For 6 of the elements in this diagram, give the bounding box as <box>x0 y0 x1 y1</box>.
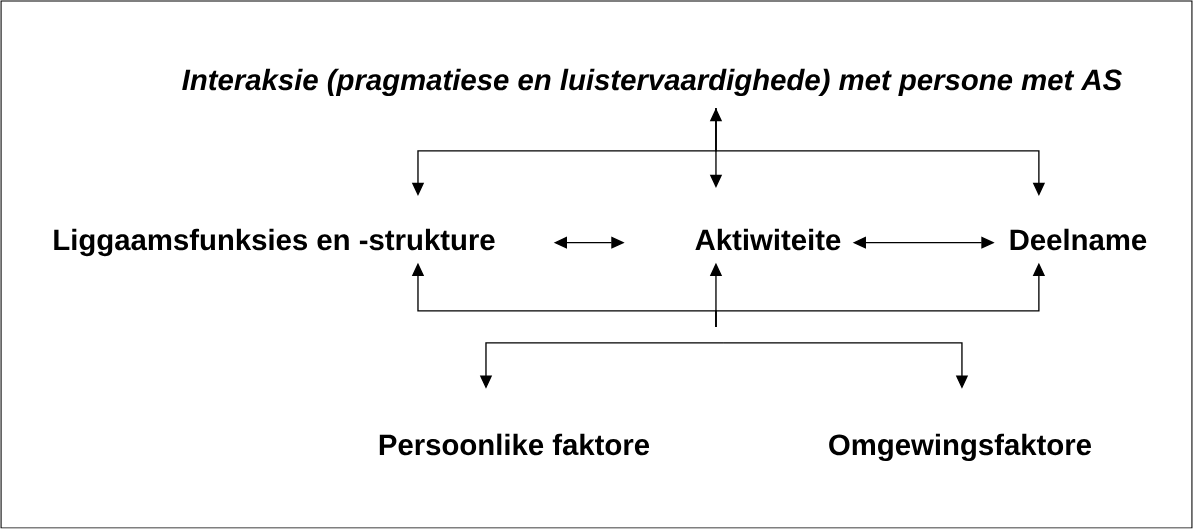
concept-label: Liggaamsfunksies en -strukture <box>54 228 495 257</box>
concept-label: Persoonlike faktore <box>379 433 650 456</box>
concept-label: Omgewingsfaktore <box>829 433 1091 462</box>
heading-label: Interaksie (pragmatiese en luistervaardighede) met persone met AS <box>182 68 1122 97</box>
concept-label: Aktiwiteite <box>695 228 841 251</box>
concept-label: Deelname <box>1010 228 1147 251</box>
